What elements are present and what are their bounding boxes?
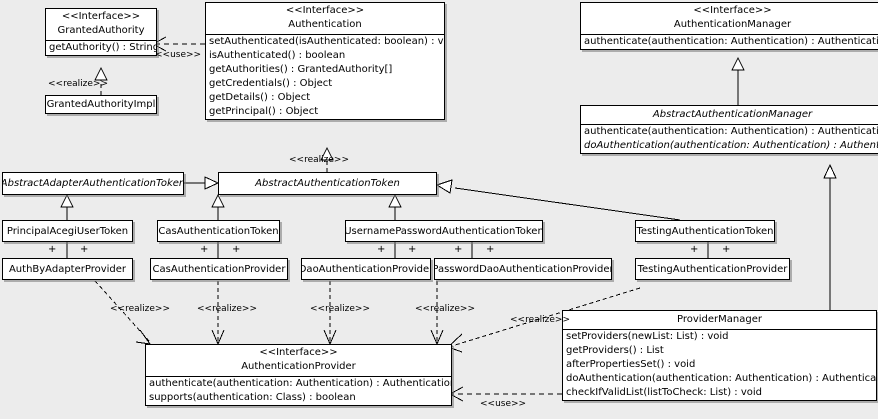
class-authentication-manager[interactable]: <<Interface>> AuthenticationManager auth… xyxy=(580,2,878,50)
operations-compartment: setAuthenticated(isAuthenticated: boolea… xyxy=(206,35,444,119)
class-testing-authentication-provider[interactable]: TestingAuthenticationProvider xyxy=(635,258,790,280)
class-principal-acegi-user-token[interactable]: PrincipalAcegiUserToken xyxy=(2,220,133,242)
operation: authenticate(authentication: Authenticat… xyxy=(584,36,878,47)
operation: setAuthenticated(isAuthenticated: boolea… xyxy=(209,36,444,47)
operation: doAuthentication(authentication: Authent… xyxy=(566,373,876,384)
relationship-label-realize-cas-provider: <<realize>> xyxy=(197,304,257,314)
compartment-divider xyxy=(46,40,156,41)
class-name: Authentication xyxy=(288,19,362,30)
compartment-divider xyxy=(206,34,444,35)
relationship-label-realize-password-dao-provider: <<realize>> xyxy=(415,304,475,314)
compartment-divider xyxy=(581,34,878,35)
class-name: AuthByAdapterProvider xyxy=(8,263,127,275)
association-marker-plus: + xyxy=(200,244,209,255)
class-name: UsernamePasswordAuthenticationToken xyxy=(345,225,543,237)
class-dao-authentication-provider[interactable]: DaoAuthenticationProvider xyxy=(301,258,431,280)
association-marker-plus: + xyxy=(377,244,386,255)
class-name: PrincipalAcegiUserToken xyxy=(6,225,129,237)
relationship-label-realize-testing-provider: <<realize>> xyxy=(510,315,570,325)
class-abstract-authentication-manager[interactable]: AbstractAuthenticationManager authentica… xyxy=(580,105,878,154)
operation: getPrincipal() : Object xyxy=(209,106,319,117)
operations-compartment: setProviders(newList: List) : void getPr… xyxy=(563,330,876,400)
association-marker-plus: + xyxy=(722,244,731,255)
class-name: CasAuthenticationProvider xyxy=(152,263,286,275)
operation: getProviders() : List xyxy=(566,345,664,356)
class-name: TestingAuthenticationToken xyxy=(636,225,774,237)
operation: authenticate(authentication: Authenticat… xyxy=(584,126,878,137)
stereotype-interface: <<Interface>> xyxy=(61,11,141,22)
operation: supports(authentication: Class) : boolea… xyxy=(149,392,356,403)
operation: getCredentials() : Object xyxy=(209,78,333,89)
class-name: CasAuthenticationToken xyxy=(158,225,279,237)
class-authentication-provider[interactable]: <<Interface>> AuthenticationProvider aut… xyxy=(145,344,452,406)
relationship-label-realize-granted-impl: <<realize>> xyxy=(48,79,108,89)
association-marker-plus: + xyxy=(408,244,417,255)
compartment-divider xyxy=(581,124,878,125)
class-name: AbstractAuthenticationManager xyxy=(652,109,813,120)
class-name: PasswordDaoAuthenticationProvider xyxy=(434,263,612,275)
association-marker-plus: + xyxy=(690,244,699,255)
class-authentication[interactable]: <<Interface>> Authentication setAuthenti… xyxy=(205,2,445,120)
operation: getAuthority() : String xyxy=(49,42,156,53)
class-name: ProviderManager xyxy=(676,314,762,325)
class-name: DaoAuthenticationProvider xyxy=(301,263,431,275)
relationship-label-use-provider-manager: <<use>> xyxy=(480,399,527,409)
compartment-divider xyxy=(146,376,451,377)
operation: checkIfValidList(listToCheck: List) : vo… xyxy=(566,387,763,398)
class-granted-authority[interactable]: <<Interface>> GrantedAuthority getAuthor… xyxy=(45,8,157,56)
operation: authenticate(authentication: Authenticat… xyxy=(149,378,451,389)
stereotype-interface: <<Interface>> xyxy=(259,347,338,358)
operation: isAuthenticated() : boolean xyxy=(209,50,346,61)
class-cas-authentication-provider[interactable]: CasAuthenticationProvider xyxy=(150,258,288,280)
association-marker-plus: + xyxy=(48,244,57,255)
class-name: AbstractAuthenticationToken xyxy=(255,178,400,189)
class-cas-authentication-token[interactable]: CasAuthenticationToken xyxy=(157,220,280,242)
operations-compartment: authenticate(authentication: Authenticat… xyxy=(146,377,451,405)
operation: getDetails() : Object xyxy=(209,92,311,103)
class-name: AuthenticationManager xyxy=(673,19,792,30)
class-abstract-authentication-token[interactable]: AbstractAuthenticationToken xyxy=(218,172,437,195)
operations-compartment: getAuthority() : String xyxy=(46,41,156,55)
class-name: GrantedAuthority xyxy=(57,25,145,36)
class-name: TestingAuthenticationProvider xyxy=(637,263,788,275)
relationship-label-realize-dao-provider: <<realize>> xyxy=(310,304,370,314)
operations-compartment: authenticate(authentication: Authenticat… xyxy=(581,125,878,153)
class-abstract-adapter-authentication-token[interactable]: AbstractAdapterAuthenticationToken xyxy=(2,172,184,195)
stereotype-interface: <<Interface>> xyxy=(285,5,365,16)
stereotype-interface: <<Interface>> xyxy=(693,5,772,16)
association-marker-plus: + xyxy=(80,244,89,255)
association-marker-plus: + xyxy=(232,244,241,255)
class-name: AbstractAdapterAuthenticationToken xyxy=(2,178,184,189)
class-username-password-authentication-token[interactable]: UsernamePasswordAuthenticationToken xyxy=(345,220,543,242)
class-provider-manager[interactable]: ProviderManager setProviders(newList: Li… xyxy=(562,310,877,401)
operations-compartment: authenticate(authentication: Authenticat… xyxy=(581,35,878,49)
operation: afterPropertiesSet() : void xyxy=(566,359,696,370)
class-password-dao-authentication-provider[interactable]: PasswordDaoAuthenticationProvider xyxy=(434,258,612,280)
compartment-divider xyxy=(563,329,876,330)
relationship-label-realize-auth-by-adapter: <<realize>> xyxy=(110,304,170,314)
class-name: AuthenticationProvider xyxy=(241,361,356,372)
class-name: GrantedAuthorityImpl xyxy=(46,99,156,110)
class-granted-authority-impl[interactable]: GrantedAuthorityImpl xyxy=(45,95,157,114)
operation: setProviders(newList: List) : void xyxy=(566,331,729,342)
relationship-label-use-authentication-granted: <<use>> xyxy=(155,50,202,60)
class-testing-authentication-token[interactable]: TestingAuthenticationToken xyxy=(635,220,775,242)
association-marker-plus: + xyxy=(454,244,463,255)
class-auth-by-adapter-provider[interactable]: AuthByAdapterProvider xyxy=(2,258,133,280)
relationship-label-realize-abstract-token: <<realize>> xyxy=(289,155,349,165)
operation: getAuthorities() : GrantedAuthority[] xyxy=(209,64,393,75)
operation-abstract: doAuthentication(authentication: Authent… xyxy=(584,140,878,151)
association-marker-plus: + xyxy=(486,244,495,255)
